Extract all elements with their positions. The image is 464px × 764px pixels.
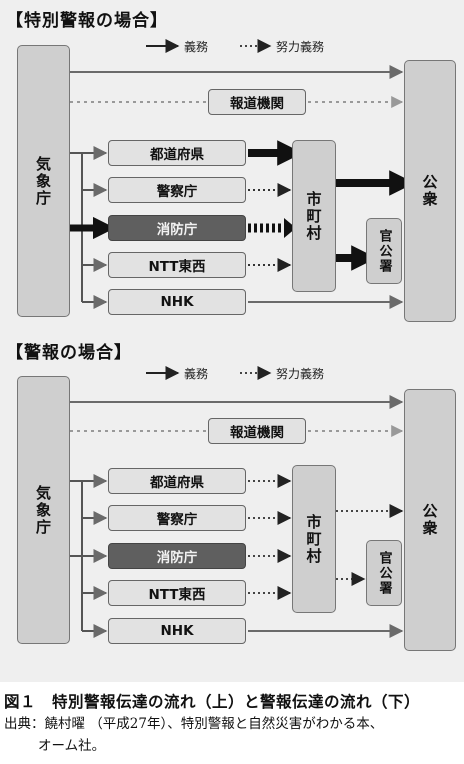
bottom-government-offices-box: 官公署 [366, 540, 402, 606]
bottom-legend-effort: 努力義務 [276, 367, 325, 381]
bottom-public-label: 公衆 [420, 503, 439, 537]
top-municipality-box: 市町村 [292, 140, 336, 292]
bottom-jma-box: 気象庁 [17, 376, 70, 644]
top-legend-duty: 義務 [184, 40, 209, 54]
bottom-section-title: 【警報の場合】 [6, 343, 132, 363]
bottom-municipality-label: 市町村 [304, 513, 323, 565]
top-nhk-box: NHK [108, 289, 246, 315]
bottom-media-box: 報道機関 [208, 418, 306, 444]
bottom-public-box: 公衆 [404, 389, 456, 651]
bottom-government-offices-label: 官公署 [376, 550, 392, 596]
top-prefecture-box: 都道府県 [108, 140, 246, 166]
bottom-jma-label: 気象庁 [34, 484, 52, 536]
bottom-fire-box: 消防庁 [108, 543, 246, 569]
source-line-1: 出典：饒村曜 （平成27年）、特別警報と自然災害がわかる本、 [4, 716, 384, 732]
top-public-label: 公衆 [420, 174, 439, 208]
top-government-offices-label: 官公署 [376, 228, 392, 274]
bottom-ntt-box: NTT東西 [108, 580, 246, 606]
top-connectors [70, 65, 415, 309]
figure-caption: 図１ 特別警報伝達の流れ（上）と警報伝達の流れ（下） [4, 693, 421, 711]
top-section-title: 【特別警報の場合】 [6, 11, 168, 31]
bottom-police-box: 警察庁 [108, 505, 246, 531]
top-municipality-label: 市町村 [304, 190, 323, 242]
bottom-municipality-box: 市町村 [292, 465, 336, 613]
bottom-nhk-box: NHK [108, 618, 246, 644]
top-legend-effort: 努力義務 [276, 40, 325, 54]
source-line-2: オーム社。 [38, 738, 106, 754]
top-jma-label: 気象庁 [34, 155, 52, 207]
top-fire-box: 消防庁 [108, 215, 246, 241]
bottom-legend-duty: 義務 [184, 367, 209, 381]
top-government-offices-box: 官公署 [366, 218, 402, 284]
top-police-box: 警察庁 [108, 177, 246, 203]
flow-arrows [70, 39, 415, 638]
bottom-connectors [70, 395, 404, 638]
bottom-prefecture-box: 都道府県 [108, 468, 246, 494]
top-media-box: 報道機関 [208, 89, 306, 115]
figure-source: 出典：饒村曜 （平成27年）、特別警報と自然災害がわかる本、 オーム社。 [4, 713, 460, 757]
top-public-box: 公衆 [404, 60, 456, 322]
top-ntt-box: NTT東西 [108, 252, 246, 278]
top-jma-box: 気象庁 [17, 45, 70, 317]
